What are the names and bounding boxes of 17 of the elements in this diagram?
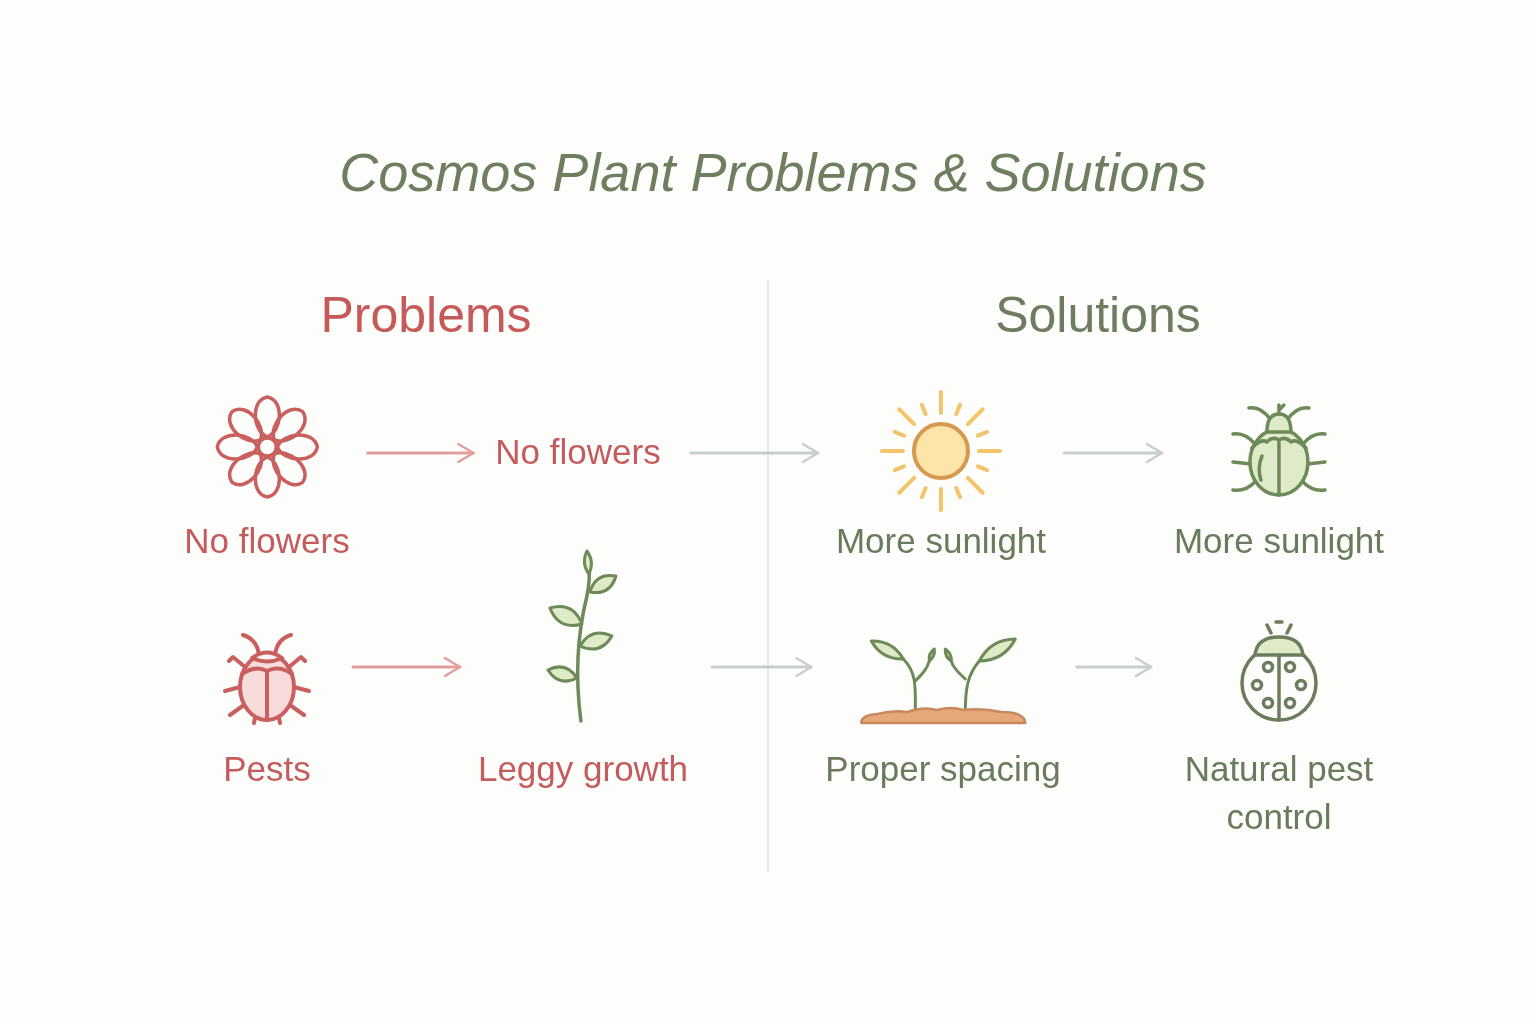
icon-caption: Natural pest control [1183,748,1375,838]
icon-caption: More sunlight [1173,520,1385,562]
arrow [710,656,813,678]
icon-caption: Leggy growth [477,748,689,790]
arrow [1075,656,1153,678]
arrow [689,442,820,464]
arrow [1062,442,1164,464]
arrow [366,442,475,464]
icon-caption: No flowers [184,520,350,562]
section-heading: Problems [320,286,532,345]
arrow [351,656,462,678]
node-label: No flowers [495,431,661,473]
icon-caption: Proper spacing [825,748,1061,790]
icon-caption: More sunlight [835,520,1047,562]
icon-caption: Pests [223,748,311,790]
title: Cosmos Plant Problems & Solutions [339,141,1207,204]
section-heading: Solutions [995,286,1201,345]
